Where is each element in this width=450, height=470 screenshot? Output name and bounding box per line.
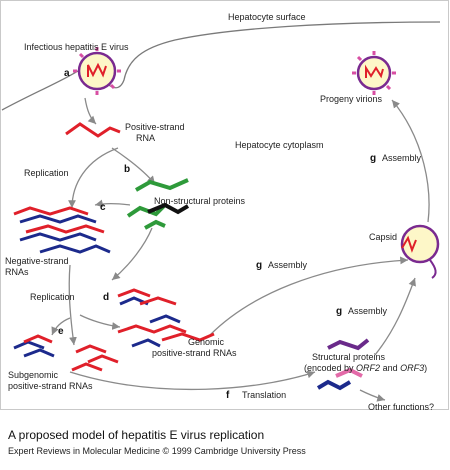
label-positive-strand-1: Positive-strand <box>125 122 185 132</box>
label-assembly-top: Assembly <box>382 153 422 163</box>
label-structural-2: (encoded by ORF2 and ORF3) <box>304 363 427 373</box>
arrow-replication-1 <box>68 147 119 209</box>
label-assembly-low: Assembly <box>348 306 388 316</box>
label-subgenomic-1: Subgenomic <box>8 370 59 380</box>
label-translation: Translation <box>242 390 286 400</box>
diagram-frame <box>0 0 449 410</box>
arrow-c <box>94 199 131 208</box>
arrow-entry <box>84 97 97 125</box>
positive-strand-rna <box>65 122 121 138</box>
structural-close: ) <box>424 363 427 373</box>
label-other-functions: Other functions? <box>368 402 434 412</box>
capsid <box>400 224 440 279</box>
genomic-rnas-glyphs <box>117 288 215 348</box>
step-g-top: g <box>370 153 376 164</box>
progeny-virion <box>352 51 396 95</box>
step-d: d <box>103 292 109 303</box>
label-subgenomic-2: positive-strand RNAs <box>8 381 93 391</box>
label-replication-2: Replication <box>30 292 75 302</box>
arrow-replication-2 <box>68 264 77 346</box>
label-structural-1: Structural proteins <box>312 352 386 362</box>
label-non-structural-proteins: Non-structural proteins <box>154 196 246 206</box>
label-assembly-mid: Assembly <box>268 260 308 270</box>
arrow-translation <box>69 370 316 391</box>
label-infectious-virus: Infectious hepatitis E virus <box>24 42 129 52</box>
structural-proteins-glyphs <box>316 338 370 391</box>
label-capsid: Capsid <box>369 232 397 242</box>
label-negative-strand-2: RNAs <box>5 267 29 277</box>
step-c: c <box>100 202 106 213</box>
label-hepatocyte-cytoplasm: Hepatocyte cytoplasm <box>235 140 324 150</box>
label-genomic-2: positive-strand RNAs <box>152 348 237 358</box>
label-orf3: ORF3 <box>400 363 424 373</box>
arrow-to-nonstructural <box>111 147 156 185</box>
step-g-low: g <box>336 306 342 317</box>
label-progeny-virions: Progeny virions <box>320 94 383 104</box>
label-genomic-1: Genomic <box>188 337 225 347</box>
step-g-mid: g <box>256 260 262 271</box>
arrow-genomic-assembly <box>209 256 409 336</box>
non-structural-proteins-glyphs <box>126 178 190 230</box>
arrow-proteins-assembly <box>374 277 416 356</box>
step-b: b <box>124 164 130 175</box>
arrow-d <box>79 314 121 330</box>
label-hepatocyte-surface: Hepatocyte surface <box>228 12 306 22</box>
step-a: a <box>64 68 70 79</box>
infectious-virion <box>73 47 121 95</box>
label-negative-strand-1: Negative-strand <box>5 256 69 266</box>
arrow-proteins-down <box>111 227 153 281</box>
structural-and: and <box>380 363 400 373</box>
arrow-e <box>51 317 71 336</box>
arrow-other-functions <box>359 389 386 402</box>
label-orf2: ORF2 <box>356 363 380 373</box>
label-replication-1: Replication <box>24 168 69 178</box>
arrow-capsid-to-virion <box>391 99 430 223</box>
step-f: f <box>226 390 230 401</box>
cell-membrane <box>1 21 441 111</box>
figure-caption-title: A proposed model of hepatitis E virus re… <box>8 428 265 442</box>
structural-prefix: (encoded by <box>304 363 356 373</box>
subgenomic-rnas-glyphs <box>13 334 119 372</box>
label-positive-strand-2: RNA <box>136 133 155 143</box>
step-e: e <box>58 326 64 337</box>
figure-caption-credit: Expert Reviews in Molecular Medicine © 1… <box>8 446 306 456</box>
negative-strand-rnas-glyphs <box>13 206 111 254</box>
